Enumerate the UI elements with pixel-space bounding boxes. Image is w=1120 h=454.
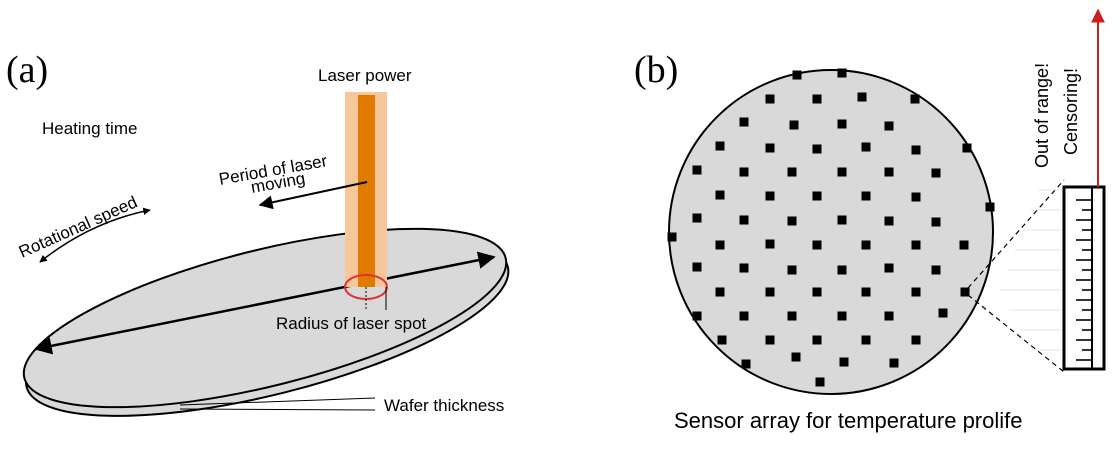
sensor-square [765,335,775,345]
rotational-speed-label: Rotational speed [16,192,140,261]
sensor-square [861,240,871,250]
gauge-frame [1062,185,1106,371]
sensor-square [765,191,775,201]
heating-time-label: Heating time [42,119,137,138]
gauge-ticks [1076,199,1092,361]
zoom-shading [1000,189,1063,351]
rotation-arrow [39,207,151,263]
sensor-square [812,94,822,104]
sensor-square [861,287,871,297]
sensor-square [837,68,847,78]
sensor-square [692,262,702,272]
zoom-line-top [967,179,1065,289]
out-of-range-label: Out of range! [1032,63,1052,168]
sensor-square [692,165,702,175]
sensor-square [765,143,775,153]
sensor-square [787,167,797,177]
sensor-square [910,94,920,104]
diameter-arrow [34,251,496,355]
sensor-square [959,240,969,250]
sensor-square [911,335,921,345]
sensor-square [837,119,847,129]
sensor-square [884,121,894,131]
laser-beam [358,95,375,287]
sensor-square [787,311,797,321]
sensor-square [739,215,749,225]
panel-b-label: (b) [634,49,678,91]
sensor-square [931,217,941,227]
sensor-square [815,377,825,387]
sensor-square [739,167,749,177]
sensor-square [715,141,725,151]
thickness-leader-top [179,397,376,406]
panel-a: (a) Rotational speed Laser power Heating… [6,49,510,417]
zoom-line-bottom [967,294,1065,373]
sensor-square [911,287,921,297]
sensor-square [789,120,799,130]
sensor-square [812,240,822,250]
sensor-square [839,357,849,367]
sensor-square [739,117,749,127]
sensor-square [884,263,894,273]
sensor-square [931,168,941,178]
sensor-square [739,263,749,273]
sensor-square [692,311,702,321]
sensor-square [812,287,822,297]
sensor-square [861,191,871,201]
period-arrow [258,181,368,210]
sensor-square [787,265,797,275]
sensor-square [792,70,802,80]
wafer-circle [668,69,994,395]
sensor-square [787,216,797,226]
sensor-square [911,145,921,155]
sensor-square [812,144,822,154]
sensor-square [765,239,775,249]
thickness-leader-bottom [179,408,376,411]
sensor-square [884,167,894,177]
sensor-square [931,265,941,275]
sensor-square [889,358,899,368]
sensor-square [765,287,775,297]
panel-a-label: (a) [6,49,48,91]
sensor-square [938,308,948,318]
sensor-square [837,311,847,321]
sensor-square [692,213,702,223]
sensor-square [837,265,847,275]
sensor-square [717,335,727,345]
sensor-square [715,190,725,200]
radius-label: Radius of laser spot [276,314,427,333]
sensor-square [857,92,867,102]
sensor-square [715,240,725,250]
sensor-square [911,240,921,250]
wafer-thickness-label: Wafer thickness [384,396,504,415]
sensor-square [667,232,677,242]
sensor-square [884,311,894,321]
censoring-label: Censoring! [1061,68,1081,155]
caption: Sensor array for temperature prolife [674,408,1023,433]
sensor-square [837,167,847,177]
sensor-square [962,143,972,153]
sensor-array [667,68,995,387]
sensor-square [791,352,801,362]
laser-power-label: Laser power [318,66,412,85]
sensor-square [837,215,847,225]
sensor-square [861,335,871,345]
sensor-square [739,311,749,321]
sensor-square [861,142,871,152]
sensor-square [960,287,970,297]
panel-b: (b) Out of range! Censoring! Sensor arra… [634,8,1106,433]
sensor-square [812,191,822,201]
sensor-square [884,216,894,226]
sensor-square [812,335,822,345]
sensor-square [715,287,725,297]
sensor-square [911,192,921,202]
sensor-square [741,359,751,369]
sensor-square [985,202,995,212]
sensor-square [765,94,775,104]
